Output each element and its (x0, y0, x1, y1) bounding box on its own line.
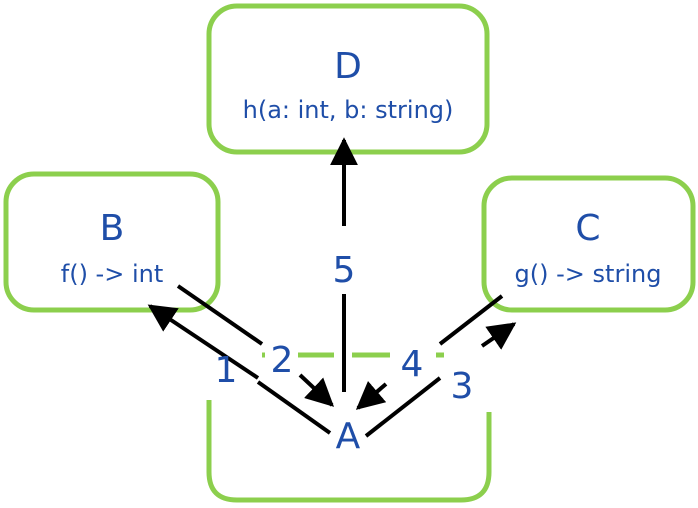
edge-3-label: 3 (451, 366, 474, 407)
edge-2-arrow (176, 284, 264, 346)
edge-5: 5 (330, 137, 358, 392)
node-a: A (206, 352, 492, 503)
node-c-title: C (575, 208, 600, 249)
node-a-title: A (336, 416, 361, 457)
node-c-signature: g() -> string (515, 260, 662, 288)
edge-2-label: 2 (271, 340, 294, 381)
edge-4: 4 (355, 294, 504, 410)
node-d-signature: h(a: int, b: string) (243, 96, 454, 124)
edge-1: 1 (147, 304, 332, 435)
node-c: C g() -> string (481, 175, 696, 313)
edge-1-label: 1 (215, 350, 238, 391)
node-b-title: B (100, 208, 125, 249)
node-d: D h(a: int, b: string) (206, 3, 490, 155)
edge-4-tail (438, 294, 504, 346)
edge-3-tail (364, 376, 442, 438)
node-b: B f() -> int (3, 171, 221, 313)
edge-1-arrow (147, 304, 260, 380)
edge-3: 3 (364, 322, 517, 438)
edge-4-label: 4 (401, 344, 424, 385)
node-d-title: D (334, 46, 362, 87)
edge-2-head (298, 373, 335, 407)
node-a-box-bottom (206, 400, 492, 503)
node-c-box (481, 175, 696, 313)
node-b-signature: f() -> int (61, 260, 164, 288)
edge-4-arrow (355, 380, 388, 410)
edge-5-label: 5 (333, 250, 356, 291)
edge-3-arrow (480, 322, 517, 350)
edge-1-tail (256, 380, 332, 435)
edge-2: 2 (176, 284, 335, 407)
node-b-box (3, 171, 221, 313)
